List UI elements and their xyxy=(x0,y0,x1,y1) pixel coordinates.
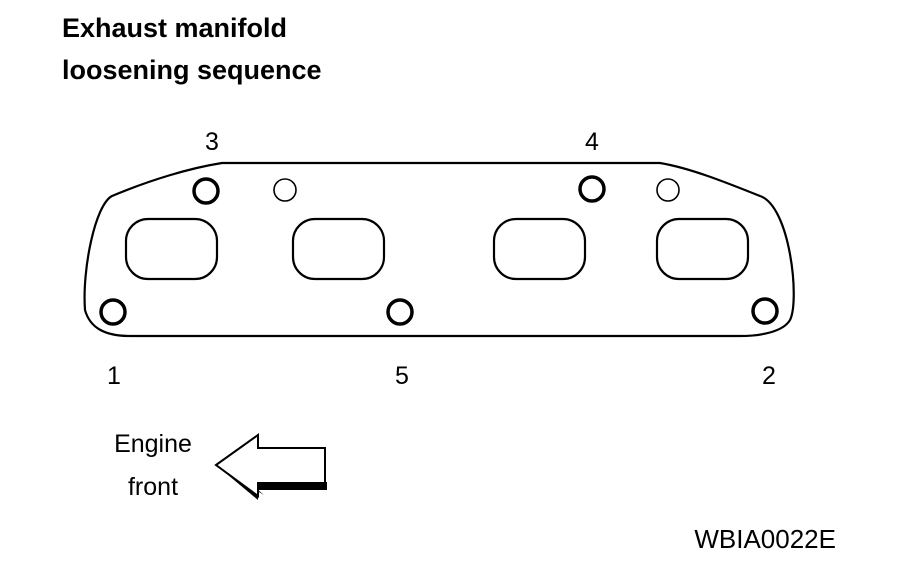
gasket-outline xyxy=(83,161,795,338)
title-line-2: loosening sequence xyxy=(62,55,322,85)
sequence-label-2: 2 xyxy=(762,362,776,390)
title-line-1: Exhaust manifold xyxy=(62,13,287,43)
bolt-hole-4 xyxy=(578,175,606,203)
sequence-label-5: 5 xyxy=(395,362,409,390)
locating-hole-right xyxy=(656,178,680,202)
bolt-hole-5 xyxy=(386,298,414,326)
locating-hole-left xyxy=(273,178,297,202)
sequence-label-1: 1 xyxy=(107,362,121,390)
sequence-label-3: 3 xyxy=(205,128,219,156)
exhaust-port-1 xyxy=(124,217,219,281)
engine-front-line-1: Engine xyxy=(114,430,192,458)
exhaust-port-3 xyxy=(492,217,587,281)
bolt-hole-3 xyxy=(192,177,220,205)
bolt-hole-2 xyxy=(751,297,779,325)
engine-front-line-2: front xyxy=(128,473,178,501)
bolt-hole-1 xyxy=(99,298,127,326)
figure-code: WBIA0022E xyxy=(694,524,836,554)
exhaust-port-2 xyxy=(291,217,386,281)
exhaust-port-4 xyxy=(655,217,750,281)
left-arrow-icon xyxy=(214,433,327,500)
sequence-label-4: 4 xyxy=(585,128,599,156)
